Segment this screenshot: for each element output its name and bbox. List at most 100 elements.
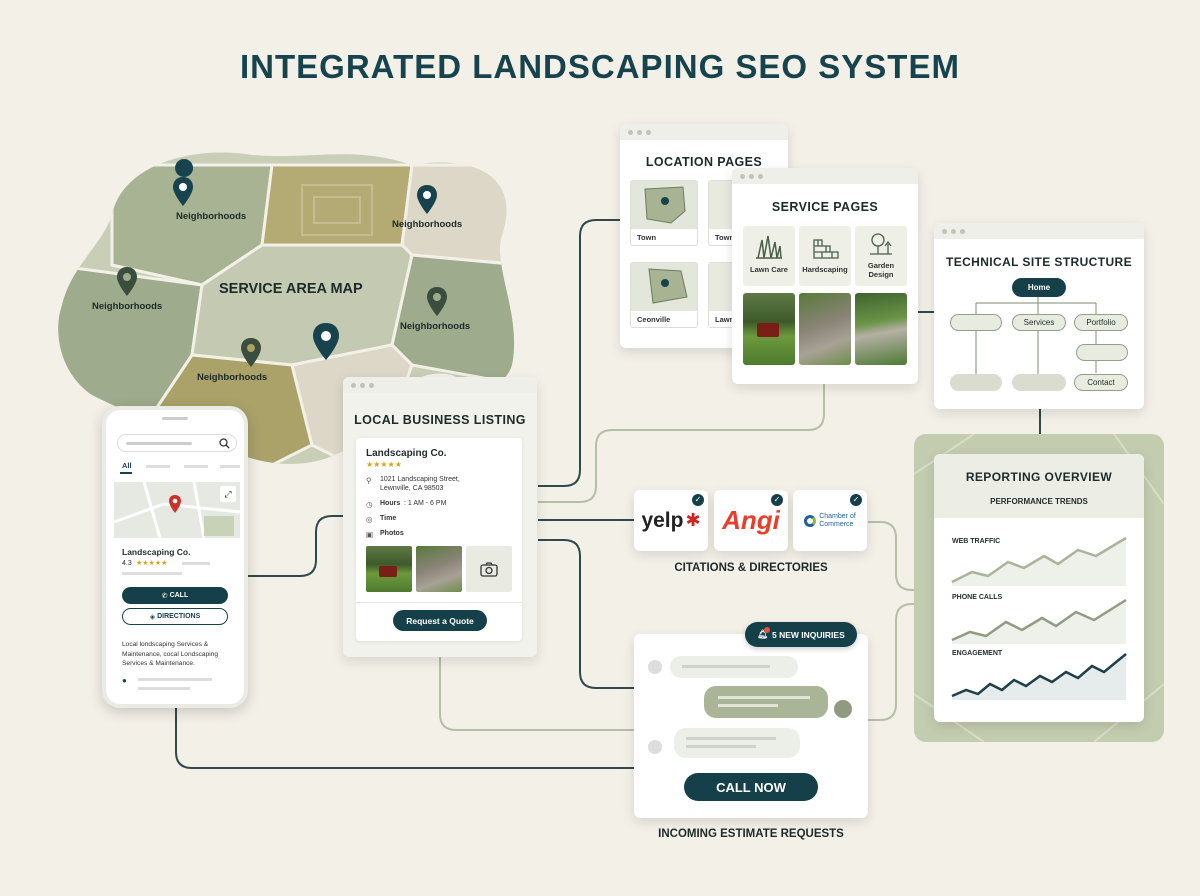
engagement-label: ENGAGEMENT: [952, 650, 1003, 657]
directions-label: DIRECTIONS: [157, 613, 201, 620]
location-pin-icon: ⚲: [366, 476, 372, 485]
portfolio-node[interactable]: Portfolio: [1074, 314, 1128, 331]
web-traffic-label: WEB TRAFFIC: [952, 538, 1001, 545]
service-pages-title: SERVICE PAGES: [771, 200, 879, 214]
search-input[interactable]: [117, 434, 237, 452]
listing-photo[interactable]: [366, 546, 412, 592]
phone-map[interactable]: ⤢: [114, 482, 240, 538]
technical-title: TECHNICAL SITE STRUCTURE: [945, 255, 1133, 269]
engagement-sparkline: [951, 653, 1127, 700]
brick-wall-icon: [813, 239, 839, 259]
town-map-icon: [644, 186, 686, 224]
hours-value: : 1 AM - 6 PM: [404, 500, 447, 507]
town-label: Ceonville: [637, 315, 671, 324]
phone-icon: ✆: [161, 592, 170, 600]
rating-stars: ★★★★★: [136, 560, 168, 567]
listing-title: LOCAL BUSINESS LISTING: [354, 413, 526, 427]
town-tile[interactable]: Ceonville: [630, 262, 698, 328]
local-business-listing-card: LOCAL BUSINESS LISTING Landscaping Co. ★…: [343, 377, 537, 657]
town-label: Lawn: [715, 315, 735, 324]
map-pin-icon: [427, 287, 447, 316]
phone-mockup: All ⤢ Landscaping Co. 4.3 ★★★★★ ✆ CALL ◈…: [102, 406, 248, 708]
listing-photo[interactable]: [416, 546, 462, 592]
divider: [356, 602, 522, 603]
town-map-icon: [648, 268, 688, 304]
service-tile-hardscaping[interactable]: Hardscaping: [799, 226, 851, 286]
call-button[interactable]: ✆ CALL: [122, 587, 228, 604]
address-line2: Lewnville, CA 98503: [380, 485, 444, 492]
map-roads: [114, 482, 240, 538]
chamber-line2: Commerce: [819, 520, 854, 528]
garden-photo: [855, 293, 907, 365]
inquiries-card: CALL NOW: [634, 634, 868, 818]
map-title: SERVICE AREA MAP: [219, 281, 363, 297]
reporting-subtitle: PERFORMANCE TRENDS: [990, 497, 1088, 506]
clock-icon: ◷: [366, 500, 373, 509]
chamber-line1: Chamber of: [819, 512, 856, 520]
blank-node: [950, 374, 1002, 391]
window-bar: [934, 223, 1144, 239]
message-bubble: [670, 656, 798, 678]
message-bubble: [704, 686, 828, 718]
tab-placeholder: [184, 465, 208, 468]
badge-label: 5 NEW INQUIRIES: [772, 629, 845, 640]
call-now-button[interactable]: CALL NOW: [684, 773, 818, 801]
service-label: Hardscaping: [802, 265, 848, 274]
technical-site-structure-card: TECHNICAL SITE STRUCTURE Home Services P…: [934, 223, 1144, 409]
services-node[interactable]: Services: [1012, 314, 1066, 331]
service-label: Lawn Care: [750, 265, 788, 274]
map-pin-icon: [313, 323, 339, 360]
service-tile-lawn-care[interactable]: Lawn Care: [743, 226, 795, 286]
chamber-logo-icon: [804, 514, 817, 527]
blank-node: [950, 314, 1002, 331]
rating-value: 4.3: [122, 560, 132, 567]
new-inquiries-badge[interactable]: 🔔︎5 NEW INQUIRIES: [745, 622, 857, 647]
neighborhood-label: Neighborhoods: [176, 211, 247, 222]
yelp-logo: yelp: [641, 508, 684, 532]
avatar: [648, 660, 662, 674]
web-traffic-sparkline: [951, 536, 1127, 586]
add-photo-tile[interactable]: [466, 546, 512, 592]
call-label: CALL: [169, 592, 189, 599]
tab-indicator: [120, 472, 132, 474]
phone-speaker: [162, 417, 188, 420]
site-tree-lines: [975, 297, 1097, 375]
contact-node[interactable]: Contact: [1074, 374, 1128, 391]
request-quote-button[interactable]: Request a Quote: [393, 610, 487, 631]
home-node[interactable]: Home: [1012, 278, 1066, 297]
neighborhood-label: Neighborhoods: [400, 321, 471, 332]
camera-icon: [480, 561, 498, 577]
tab-all[interactable]: All: [122, 461, 132, 470]
directions-button[interactable]: ◈ DIRECTIONS: [122, 608, 228, 625]
angi-citation-card[interactable]: Angi: [714, 490, 788, 551]
blank-node: [1076, 344, 1128, 361]
tree-icon: [870, 233, 892, 255]
phone-calls-label: PHONE CALLS: [952, 594, 1003, 601]
avatar: [834, 700, 852, 718]
hours-label: Hours: [380, 500, 401, 507]
location-pages-card: LOCATION PAGES Town Town Ceonville Lawn: [620, 124, 788, 348]
expand-icon[interactable]: ⤢: [220, 486, 236, 502]
tab-placeholder: [146, 465, 170, 468]
service-pages-card: SERVICE PAGES Lawn Care Hardscaping Gard…: [732, 168, 918, 384]
business-name: Landscaping Co.: [366, 448, 447, 459]
window-bar: [343, 377, 537, 393]
business-description: Local londscaping Services & Maintenance…: [122, 641, 219, 667]
service-tile-garden-design[interactable]: Garden Design: [855, 226, 907, 286]
reporting-overview-card: REPORTING OVERVIEW PERFORMANCE TRENDS WE…: [934, 454, 1144, 722]
business-name: Landscaping Co.: [122, 547, 191, 557]
blank-node: [1012, 374, 1066, 391]
placeholder-line: [138, 687, 190, 690]
directions-icon: ◈: [149, 613, 158, 621]
town-tile[interactable]: Town: [630, 180, 698, 246]
placeholder-line: [122, 572, 182, 575]
tab-placeholder: [220, 465, 240, 468]
image-icon: ▣: [366, 530, 374, 539]
neighborhood-label: Neighborhoods: [197, 372, 268, 383]
time-label: Time: [380, 515, 397, 522]
verified-check-icon: ✓: [850, 494, 862, 506]
verified-check-icon: ✓: [692, 494, 704, 506]
inquiries-caption: INCOMING ESTIMATE REQUESTS: [658, 828, 844, 840]
neighborhood-label: Neighborhoods: [92, 301, 163, 312]
placeholder-line: [182, 562, 210, 565]
